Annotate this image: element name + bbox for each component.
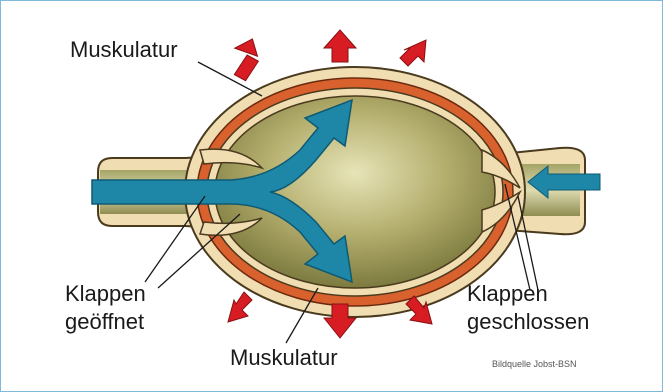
pressure-arrow-top-left xyxy=(229,39,262,83)
image-credit: Bildquelle Jobst-BSN xyxy=(492,360,577,370)
pressure-arrow-top-right xyxy=(400,40,426,66)
label-valves-open-line2: geöffnet xyxy=(65,310,144,334)
label-muscle-bottom: Muskulatur xyxy=(230,346,338,370)
label-valves-closed-line1: Klappen xyxy=(467,282,548,306)
pressure-arrow-bottom-left xyxy=(228,292,252,322)
label-muscle-top: Muskulatur xyxy=(70,38,178,62)
pressure-arrow-top-center xyxy=(324,30,356,62)
label-valves-closed-line2: geschlossen xyxy=(467,310,589,334)
label-valves-open-line1: Klappen xyxy=(65,282,146,306)
